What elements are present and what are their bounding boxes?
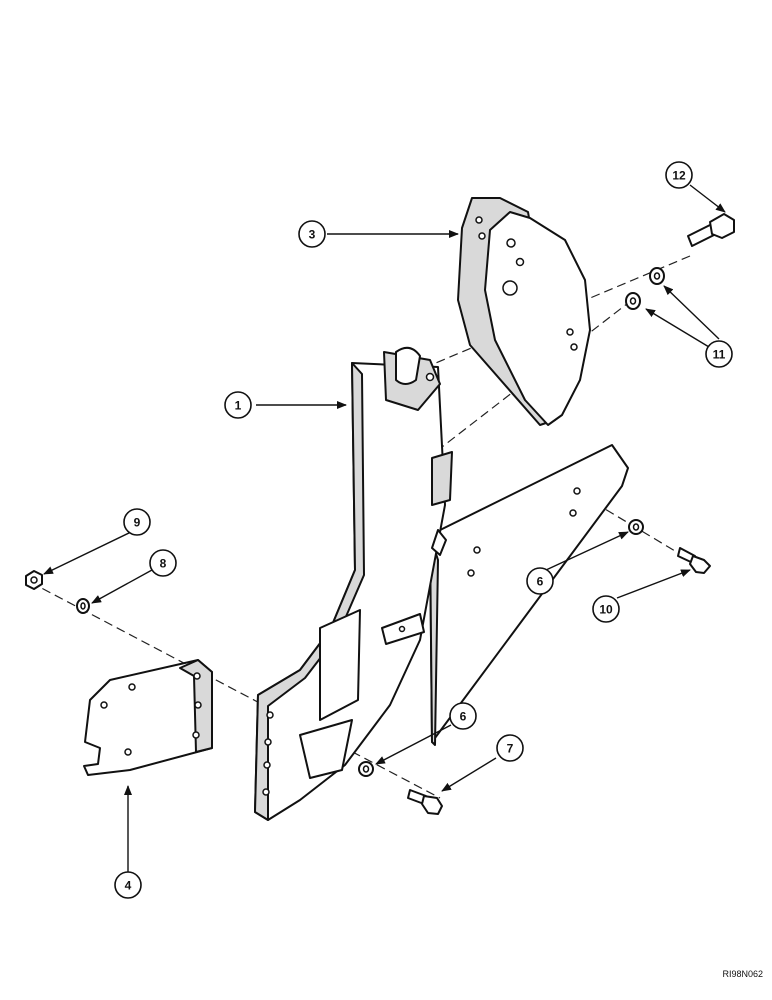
callout-12: 12 bbox=[665, 161, 693, 189]
bolt-item-10 bbox=[677, 547, 711, 574]
leader-lines bbox=[43, 184, 726, 873]
svg-text:4: 4 bbox=[125, 879, 132, 893]
plate-item-4 bbox=[83, 659, 213, 776]
callout-10: 10 bbox=[592, 595, 620, 623]
washer-item-11-a bbox=[649, 267, 665, 285]
svg-text:6: 6 bbox=[460, 710, 467, 724]
callout-7: 7 bbox=[496, 734, 524, 762]
frame-bar bbox=[429, 444, 629, 746]
svg-text:6: 6 bbox=[537, 575, 544, 589]
svg-text:3: 3 bbox=[309, 228, 316, 242]
callout-6-upper: 6 bbox=[526, 567, 554, 595]
svg-text:9: 9 bbox=[134, 516, 141, 530]
lock-washer-item-11-b bbox=[625, 292, 641, 310]
svg-text:1: 1 bbox=[235, 399, 242, 413]
drawing-reference-code: RI98N062 bbox=[722, 969, 763, 979]
hex-nut-item-9 bbox=[25, 570, 43, 590]
callout-11: 11 bbox=[705, 340, 733, 368]
bolt-item-12 bbox=[687, 213, 735, 247]
bolt-item-7 bbox=[407, 789, 443, 815]
callout-9: 9 bbox=[123, 508, 151, 536]
bracket-item-3 bbox=[457, 197, 591, 426]
callout-6-lower: 6 bbox=[449, 702, 477, 730]
washer-item-6-upper bbox=[628, 519, 644, 535]
svg-text:12: 12 bbox=[672, 169, 686, 183]
svg-text:10: 10 bbox=[599, 603, 613, 617]
svg-text:8: 8 bbox=[160, 557, 167, 571]
svg-text:11: 11 bbox=[713, 348, 726, 362]
mounting-plate-item-1 bbox=[254, 346, 453, 821]
svg-text:7: 7 bbox=[507, 742, 514, 756]
callout-4: 4 bbox=[114, 871, 142, 899]
lock-washer-item-8 bbox=[76, 598, 90, 614]
callout-3: 3 bbox=[298, 220, 326, 248]
callout-8: 8 bbox=[149, 549, 177, 577]
washer-item-6-lower bbox=[358, 761, 374, 777]
callout-1: 1 bbox=[224, 391, 252, 419]
